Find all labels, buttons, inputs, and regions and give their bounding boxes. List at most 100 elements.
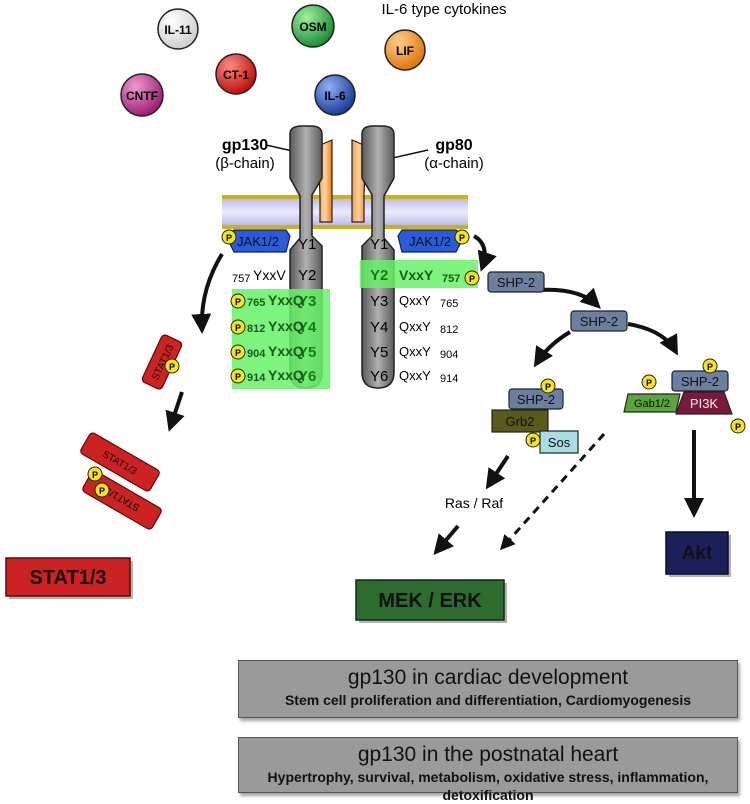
right-y2-position: 757 (442, 273, 460, 285)
right-motifs: VxxY 757 P QxxY 765 QxxY 812 QxxY 904 Qx… (399, 267, 480, 385)
jak-right: JAK1/2 (397, 229, 465, 253)
shp2-box-4-label: SHP-2 (681, 374, 719, 389)
gp130-label: gp130 (222, 137, 268, 154)
arrow-shp2-to-shp2 (539, 287, 601, 309)
left-y6-motif: YxxQ (268, 367, 304, 383)
postnatal-heart-subtitle: Hypertrophy, survival, metabolism, oxida… (267, 769, 709, 803)
arrow-jak-to-stat (191, 252, 224, 334)
shp2-box-2-label: SHP-2 (580, 314, 618, 329)
pathway-arrows (165, 234, 704, 556)
left-y6-position: 914 (247, 372, 266, 384)
sos-box: Sos (539, 430, 579, 454)
phospho-label: P (235, 297, 241, 307)
stat-output-box: STAT1/3 (5, 557, 133, 599)
phospho-gab (641, 374, 657, 390)
phospho-stat-dimer-1 (87, 466, 103, 482)
cytokine-ct1: CT-1 (215, 53, 257, 95)
shp2-box-4: SHP-2 (671, 370, 729, 392)
akt-label: Akt (682, 543, 713, 564)
phospho-label: P (530, 436, 536, 446)
phospho-y3-left (230, 293, 246, 309)
cytokines-group-label: IL-6 type cytokines (381, 1, 506, 18)
right-y3: Y3 (370, 293, 388, 310)
phospho-label: P (235, 348, 241, 358)
arrow-stat-to-dimer (165, 391, 185, 432)
left-y6: Y6 (298, 368, 316, 385)
phospho-label: P (545, 382, 551, 392)
phospho-label: P (707, 362, 713, 372)
phospho-grb2 (525, 432, 541, 448)
phospho-jak-right: P (454, 229, 470, 245)
phospho-label: P (646, 378, 652, 388)
cytokine-osm-label: OSM (299, 20, 326, 34)
mek-erk-box: MEK / ERK (355, 579, 507, 623)
right-y6: Y6 (370, 368, 388, 385)
cytokine-ct1-label: CT-1 (223, 68, 249, 82)
right-y4-motif: QxxY (399, 319, 431, 334)
phospho-label: P (99, 486, 105, 496)
cardiac-development-title: gp130 in cardiac development (347, 666, 629, 689)
shp2-box-3: SHP-2 (508, 388, 564, 410)
left-y3: Y3 (298, 293, 316, 310)
phospho-label: P (235, 372, 241, 382)
arrow-jak-to-shp2 (472, 234, 497, 272)
phospho-label: P (226, 233, 232, 243)
left-y4-position: 812 (247, 323, 265, 335)
jak-left-label: JAK1/2 (237, 234, 279, 249)
phospho-stat-dimer-2 (94, 482, 110, 498)
arrow-ras-to-mek (433, 524, 460, 556)
left-y1: Y1 (298, 236, 316, 253)
akt-box: Akt (665, 531, 731, 577)
phospho-y6-left (230, 368, 246, 384)
dashed-arrow-gab-to-mek (499, 432, 606, 551)
left-y3-motif: YxxQ (268, 292, 304, 308)
phospho-label: P (469, 274, 475, 284)
pi3k-box: PI3K (675, 391, 733, 415)
shp2-box-1-label: SHP-2 (497, 275, 535, 290)
postnatal-heart-box: gp130 in the postnatal heart Hypertrophy… (238, 737, 738, 803)
right-y4: Y4 (370, 319, 388, 336)
left-y2-motif: YxxV (253, 267, 286, 283)
shp2-box-1: SHP-2 (487, 271, 545, 293)
left-y5: Y5 (298, 344, 316, 361)
cytokine-il11-label: IL-11 (164, 23, 192, 37)
phospho-label: P (235, 323, 241, 333)
gp80-label: gp80 (435, 137, 472, 154)
arrow-shp2-to-gab (627, 322, 678, 356)
left-y5-motif: YxxQ (268, 343, 304, 359)
right-y6-motif: QxxY (399, 368, 431, 383)
arrow-shp2-to-grb2 (533, 330, 572, 368)
phospho-y2-right (464, 270, 480, 286)
mek-erk-label: MEK / ERK (378, 590, 482, 612)
cytokine-lif: LIF (384, 29, 426, 71)
right-y2: Y2 (370, 267, 388, 284)
left-motifs: 757 YxxV P 765 YxxQ P 812 YxxQ P 904 Yxx… (230, 267, 304, 384)
right-tyrosines: Y1 Y2 Y3 Y4 Y5 Y6 (370, 236, 388, 385)
phospho-label: P (735, 422, 741, 432)
cytokine-osm: OSM (291, 4, 335, 48)
left-y2: Y2 (298, 267, 316, 284)
right-y3-motif: QxxY (399, 293, 431, 308)
right-y5-motif: QxxY (399, 344, 431, 359)
left-tyrosines: Y1 Y2 Y3 Y4 Y5 Y6 (298, 236, 317, 385)
phospho-y4-left (230, 319, 246, 335)
phospho-y5-left (230, 344, 246, 360)
left-yxxq-highlight (232, 289, 330, 389)
shp2-box-3-label: SHP-2 (517, 392, 555, 407)
phospho-stat-monomer (164, 358, 180, 374)
diagram-canvas: IL-11 OSM LIF CT-1 CNTF IL-6 IL-6 type c… (5, 1, 746, 623)
cell-membrane (222, 195, 468, 229)
phospho-label: P (169, 362, 175, 372)
gp80-chain-label: (α-chain) (424, 155, 484, 172)
pi3k-label: PI3K (690, 396, 719, 411)
cytokine-lif-label: LIF (396, 44, 414, 58)
right-y5-position: 904 (440, 349, 458, 361)
right-y6-position: 914 (440, 373, 458, 385)
gp130-chain-label: (β-chain) (215, 155, 274, 172)
cardiac-development-subtitle: Stem cell proliferation and differentiat… (284, 692, 692, 708)
cytokine-il6: IL-6 (314, 74, 356, 116)
left-y4: Y4 (298, 319, 317, 336)
stat-output-label: STAT1/3 (29, 567, 106, 589)
phospho-jak-left: P (221, 229, 237, 245)
phospho-shp2-4 (702, 358, 718, 374)
